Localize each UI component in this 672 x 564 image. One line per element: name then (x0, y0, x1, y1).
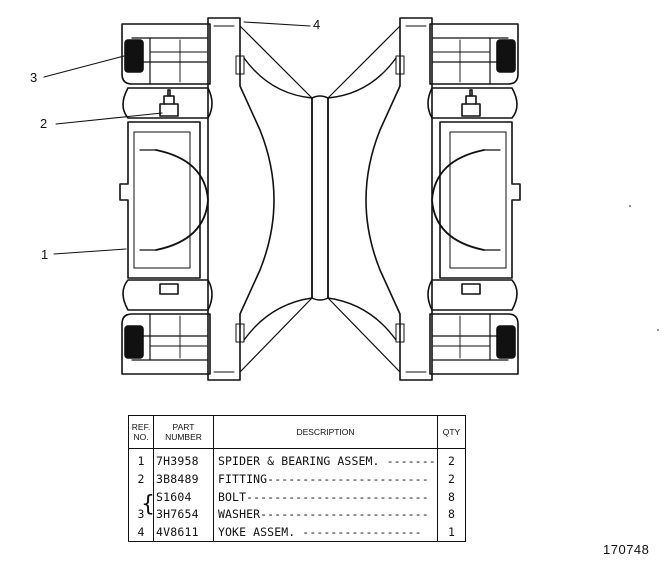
part-number-cell: 3H7654 (153, 505, 214, 524)
description-text: BOLT (218, 489, 247, 504)
left-lower-nut (124, 325, 144, 359)
left-fitting (159, 89, 179, 117)
group-brace: { (141, 492, 155, 517)
header-qty: QTY (437, 415, 466, 449)
description-cell: BOLT-------------------------- (213, 488, 438, 506)
table-row: 3 3H7654 WASHER------------------------ … (128, 505, 466, 524)
callout-2: 2 (40, 116, 48, 131)
ref-cell: 2 (128, 470, 154, 489)
qty-cell: 8 (437, 488, 466, 506)
callout-4: 4 (313, 17, 321, 32)
qty-cell: 2 (437, 448, 466, 471)
table-row: 4 4V8611 YOKE ASSEM. ----------------- 1 (128, 523, 466, 542)
qty-cell: 8 (437, 505, 466, 524)
right-yoke-assembly (365, 17, 521, 381)
table-row: S1604 BOLT-------------------------- 8 (128, 488, 466, 506)
left-yoke-assembly (119, 17, 275, 381)
table-row: 1 7H3958 SPIDER & BEARING ASSEM. -------… (128, 448, 466, 471)
part-number-cell: 3B8489 (153, 470, 214, 489)
description-cell: WASHER------------------------ (213, 505, 438, 524)
center-yoke-tube (239, 25, 401, 373)
figure-number: 170748 (603, 542, 650, 557)
callout-3: 3 (30, 70, 38, 85)
table-row: 2 3B8489 FITTING----------------------- … (128, 470, 466, 489)
description-cell: YOKE ASSEM. ----------------- (213, 523, 438, 542)
table-header-row: REF. NO. PART NUMBER DESCRIPTION QTY (128, 415, 466, 449)
header-description: DESCRIPTION (213, 415, 438, 449)
left-fitting-lower (159, 283, 179, 295)
left-lower-bearing-cap (121, 313, 211, 375)
ref-cell: 4 (128, 523, 154, 542)
description-text: FITTING (218, 472, 268, 487)
callout-1: 1 (41, 247, 49, 262)
parts-list-table: REF. NO. PART NUMBER DESCRIPTION QTY 1 7… (128, 415, 466, 542)
qty-cell: 2 (437, 470, 466, 489)
qty-cell: 1 (437, 523, 466, 542)
description-text: SPIDER & BEARING ASSEM. (218, 454, 380, 469)
part-number-cell: 4V8611 (153, 523, 214, 542)
left-upper-bearing-cap (121, 23, 211, 85)
description-cell: FITTING----------------------- (213, 470, 438, 489)
left-upper-nut (124, 39, 144, 73)
description-cell: SPIDER & BEARING ASSEM. ------- (213, 448, 438, 471)
description-text: YOKE ASSEM. (218, 524, 296, 539)
part-number-cell: 7H3958 (153, 448, 214, 471)
ref-cell: 1 (128, 448, 154, 471)
header-part-number: PART NUMBER (153, 415, 214, 449)
callout-leaders (43, 21, 311, 255)
left-spider-body (119, 121, 201, 279)
part-number-cell: S1604 (153, 488, 214, 506)
header-ref-no: REF. NO. (128, 415, 154, 449)
description-text: WASHER (218, 507, 261, 522)
left-yoke-arm (207, 17, 275, 381)
